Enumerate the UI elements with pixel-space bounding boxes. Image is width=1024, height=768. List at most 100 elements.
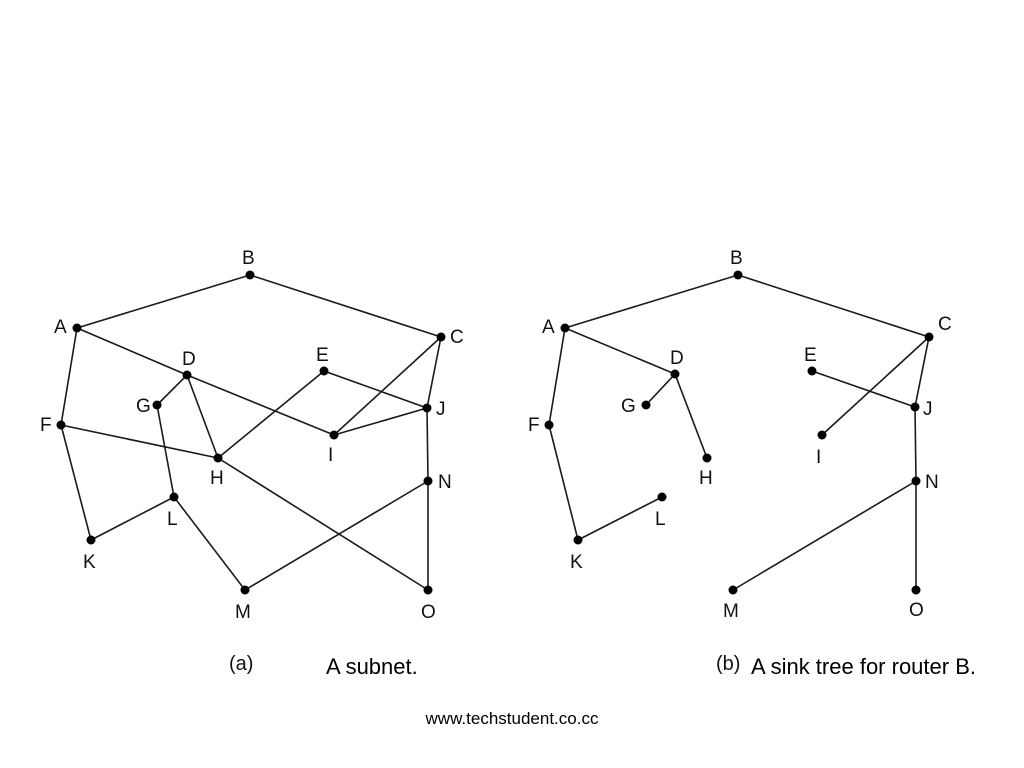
router-node-h: H: [210, 453, 224, 489]
router-label-d: D: [182, 349, 196, 370]
router-label-m: M: [723, 601, 739, 622]
router-label-m: M: [235, 602, 251, 623]
edge-d-h: [186, 374, 219, 459]
panel-a-tag: (a): [229, 653, 253, 675]
router-node-b: B: [242, 248, 255, 280]
router-node-o: O: [909, 585, 924, 621]
router-label-o: O: [909, 600, 924, 621]
edge-k-l: [90, 496, 175, 541]
edge-k-l: [577, 496, 663, 541]
router-dot-k: [573, 535, 583, 545]
router-label-f: F: [40, 415, 52, 436]
edge-j-n: [426, 407, 429, 482]
router-label-e: E: [316, 345, 329, 366]
edge-c-j: [426, 336, 442, 409]
router-label-n: N: [438, 472, 452, 493]
router-dot-i: [817, 430, 827, 440]
router-label-k: K: [570, 552, 583, 573]
panel-a-caption: A subnet.: [326, 654, 418, 679]
router-label-i: I: [816, 447, 821, 468]
router-node-a: A: [54, 317, 82, 338]
router-dot-l: [169, 492, 179, 502]
edge-e-h: [217, 370, 325, 459]
edge-a-b: [564, 274, 739, 329]
router-dot-e: [807, 366, 817, 376]
router-label-c: C: [938, 314, 952, 335]
router-node-l: L: [655, 492, 667, 530]
router-label-g: G: [136, 396, 151, 417]
router-dot-b: [245, 270, 255, 280]
edge-g-l: [156, 404, 175, 498]
edge-l-m: [173, 496, 246, 591]
router-dot-m: [240, 585, 250, 595]
router-label-e: E: [804, 345, 817, 366]
router-label-n: N: [925, 472, 939, 493]
router-dot-o: [423, 585, 433, 595]
panel-a-subnet: A B C D E F G H I J K L M N O (a) A subnet.: [40, 248, 464, 679]
router-node-n: N: [423, 472, 452, 493]
edge-a-d: [76, 327, 188, 376]
router-dot-g: [152, 400, 162, 410]
router-dot-f: [544, 420, 554, 430]
router-node-b: B: [730, 248, 743, 280]
edge-b-c: [737, 274, 930, 338]
edge-a-f: [548, 327, 566, 426]
router-label-i: I: [328, 445, 333, 466]
router-node-k: K: [570, 535, 583, 573]
router-dot-n: [911, 476, 921, 486]
panel-b-tag: (b): [716, 653, 740, 675]
router-label-k: K: [83, 552, 96, 573]
router-node-d: D: [182, 349, 196, 380]
router-node-a: A: [542, 317, 570, 338]
router-node-g: G: [136, 396, 162, 417]
router-dot-n: [423, 476, 433, 486]
router-node-e: E: [316, 345, 329, 376]
panel-b-edges: [548, 274, 930, 591]
edge-d-h: [674, 373, 708, 459]
router-node-k: K: [83, 535, 96, 573]
panel-b-caption: A sink tree for router B.: [751, 654, 976, 679]
router-dot-k: [86, 535, 96, 545]
edge-m-n: [732, 480, 917, 591]
router-node-j: J: [422, 399, 446, 420]
router-node-i: I: [328, 430, 339, 466]
router-label-j: J: [436, 399, 446, 420]
edge-a-d: [564, 327, 676, 375]
router-node-e: E: [804, 345, 817, 376]
router-node-h: H: [699, 453, 713, 489]
router-dot-h: [702, 453, 712, 463]
router-node-f: F: [40, 415, 66, 436]
router-dot-a: [72, 323, 82, 333]
router-dot-m: [728, 585, 738, 595]
panel-a-edges: [60, 274, 442, 591]
edge-j-n: [914, 406, 917, 482]
router-label-h: H: [699, 468, 713, 489]
edge-m-n: [244, 480, 429, 591]
router-node-o: O: [421, 585, 436, 623]
router-dot-j: [422, 403, 432, 413]
edge-f-k: [60, 424, 92, 541]
router-label-j: J: [923, 399, 933, 420]
router-node-d: D: [670, 348, 684, 379]
router-dot-c: [924, 332, 934, 342]
edge-d-g: [645, 373, 676, 406]
router-label-h: H: [210, 468, 224, 489]
edge-i-j: [333, 407, 428, 436]
router-dot-h: [213, 453, 223, 463]
edge-f-k: [548, 424, 579, 541]
router-node-l: L: [167, 492, 179, 530]
router-node-c: C: [436, 327, 464, 348]
router-dot-i: [329, 430, 339, 440]
router-dot-l: [657, 492, 667, 502]
router-node-m: M: [235, 585, 251, 623]
edge-b-c: [249, 274, 442, 338]
edge-a-b: [76, 274, 251, 329]
footer-url: www.techstudent.co.cc: [425, 709, 599, 728]
edge-d-g: [156, 374, 188, 406]
edge-c-i: [821, 336, 930, 436]
router-dot-d: [182, 370, 192, 380]
router-dot-c: [436, 332, 446, 342]
